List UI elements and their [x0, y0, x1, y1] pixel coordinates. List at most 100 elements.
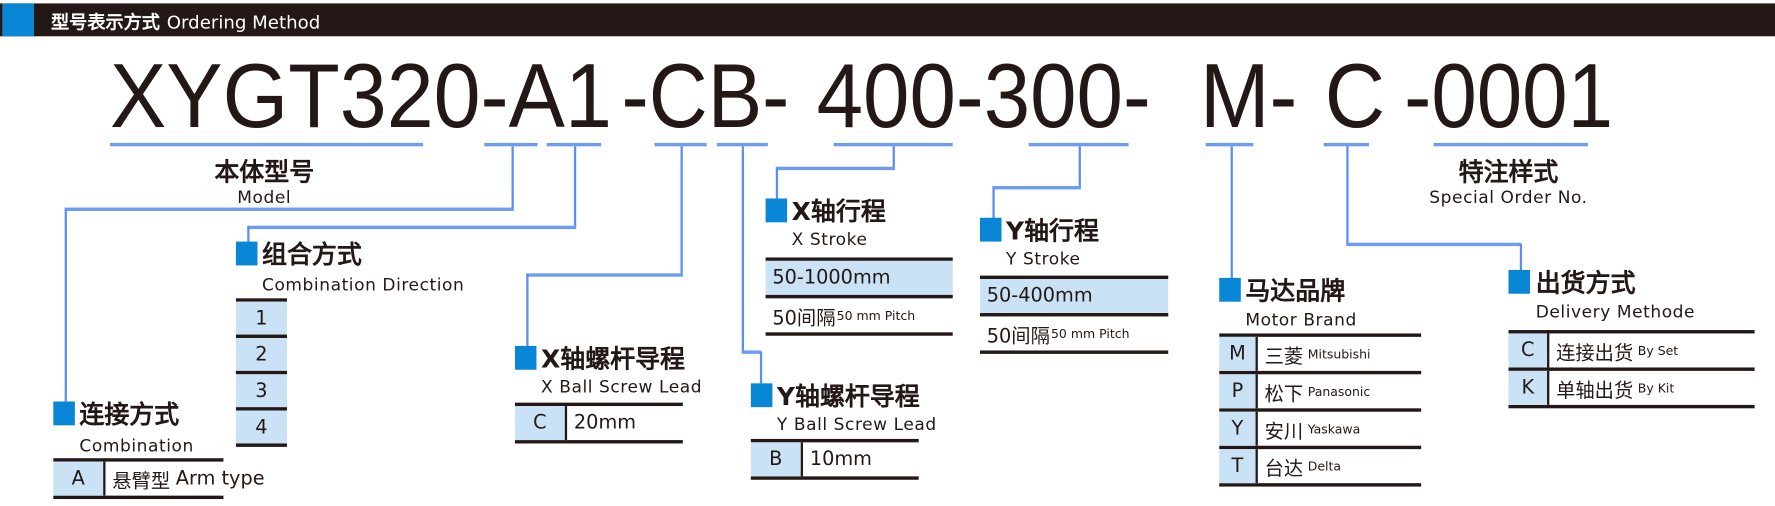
- x-stroke-marker-icon: [765, 198, 788, 223]
- special-label-cn: 特注样式: [1458, 158, 1559, 188]
- x-stroke-subtitle: X Stroke: [791, 229, 868, 250]
- delivery-marker-icon: [1508, 269, 1531, 294]
- x-stroke-title: X轴行程: [791, 198, 886, 227]
- option-code: P: [1219, 374, 1258, 409]
- delivery-subtitle: Delivery Methode: [1535, 301, 1696, 323]
- underline-y-stroke: [1028, 142, 1129, 147]
- y-stroke-subtitle: Y Stroke: [1006, 248, 1081, 269]
- underline-special: [1433, 142, 1588, 147]
- option-en: By Set: [1637, 343, 1679, 358]
- direction-title: 组合方式: [262, 241, 362, 270]
- code-special: -0001: [1404, 45, 1614, 147]
- option-en: Delta: [1307, 458, 1342, 474]
- header-bar: [0, 3, 1775, 37]
- option-en: Yaskawa: [1307, 421, 1361, 437]
- option-cn: 单轴出货: [1556, 379, 1634, 403]
- model-label-en: Model: [237, 187, 292, 208]
- underline-direction: [546, 142, 602, 147]
- option-cn: 安川: [1264, 420, 1304, 443]
- direction-table: 1 2 3 4: [235, 298, 287, 447]
- table-row: 4: [235, 410, 287, 447]
- pitch-cn: 50间隔: [986, 324, 1050, 348]
- underline-y-screw: [716, 142, 768, 147]
- option-cn: 三菱: [1264, 345, 1304, 369]
- option-code: C: [1508, 333, 1550, 368]
- code-screw: -CB-: [621, 45, 790, 147]
- stroke-range: 50-1000mm: [772, 266, 891, 290]
- x-screw-marker-icon: [514, 345, 537, 370]
- code-delivery: C: [1324, 45, 1386, 147]
- option-value: 20mm: [573, 411, 637, 435]
- table-row: 50-400mm: [979, 279, 1169, 317]
- code-model: XYGT320-A1: [110, 45, 612, 147]
- motor-subtitle: Motor Brand: [1245, 309, 1357, 331]
- x-screw-title: X轴螺杆导程: [541, 345, 686, 375]
- option-en: By Kit: [1637, 380, 1675, 396]
- pitch-en: 50 mm Pitch: [836, 307, 916, 323]
- pitch-en: 50 mm Pitch: [1050, 326, 1130, 341]
- option-code: A: [53, 461, 106, 496]
- header-accent: [2, 3, 35, 37]
- direction-marker-icon: [235, 241, 258, 266]
- option-cn: 台达: [1264, 457, 1304, 481]
- underline-x-screw: [654, 142, 707, 147]
- code-motor: M-: [1199, 45, 1298, 147]
- option-code: K: [1508, 370, 1550, 405]
- y-stroke-title: Y轴行程: [1006, 217, 1099, 247]
- header-title: 型号表示方式 Ordering Method: [51, 7, 320, 34]
- table-row: 1: [235, 301, 287, 338]
- option-cn: 连接出货: [1556, 341, 1634, 365]
- model-label-cn: 本体型号: [214, 158, 315, 188]
- connector-motor: [1230, 146, 1233, 280]
- underline-combination: [484, 142, 538, 147]
- underline-x-stroke: [833, 142, 953, 147]
- direction-subtitle: Combination Direction: [262, 274, 465, 295]
- header-title-en: Ordering Method: [166, 11, 321, 33]
- option-cn: 悬臂型: [112, 470, 171, 493]
- table-row: 50-1000mm: [765, 260, 953, 299]
- table-row: 3: [235, 374, 287, 411]
- pitch-cn: 50间隔: [772, 306, 836, 330]
- code-stroke: 400-300-: [816, 45, 1151, 147]
- option-code: B: [750, 442, 804, 477]
- x-screw-subtitle: X Ball Screw Lead: [541, 376, 703, 397]
- option-en: Mitsubishi: [1307, 346, 1371, 362]
- underline-motor: [1205, 142, 1254, 147]
- y-screw-subtitle: Y Ball Screw Lead: [776, 413, 937, 435]
- underline-model: [110, 142, 424, 147]
- special-label-en: Special Order No.: [1429, 187, 1588, 208]
- underline-delivery: [1323, 142, 1369, 147]
- y-stroke-marker-icon: [979, 217, 1002, 242]
- motor-title: 马达品牌: [1245, 277, 1346, 307]
- table-row: 2: [235, 337, 287, 375]
- header-title-cn: 型号表示方式: [51, 11, 160, 33]
- option-code: T: [1219, 449, 1258, 484]
- combination-marker-icon: [53, 401, 75, 426]
- delivery-title: 出货方式: [1535, 269, 1636, 299]
- combination-title: 连接方式: [79, 401, 180, 430]
- option-code: M: [1219, 336, 1258, 371]
- option-value: 10mm: [809, 448, 872, 471]
- option-code: Y: [1219, 411, 1258, 446]
- combination-subtitle: Combination: [79, 435, 194, 456]
- motor-marker-icon: [1219, 277, 1241, 302]
- y-screw-marker-icon: [750, 383, 773, 408]
